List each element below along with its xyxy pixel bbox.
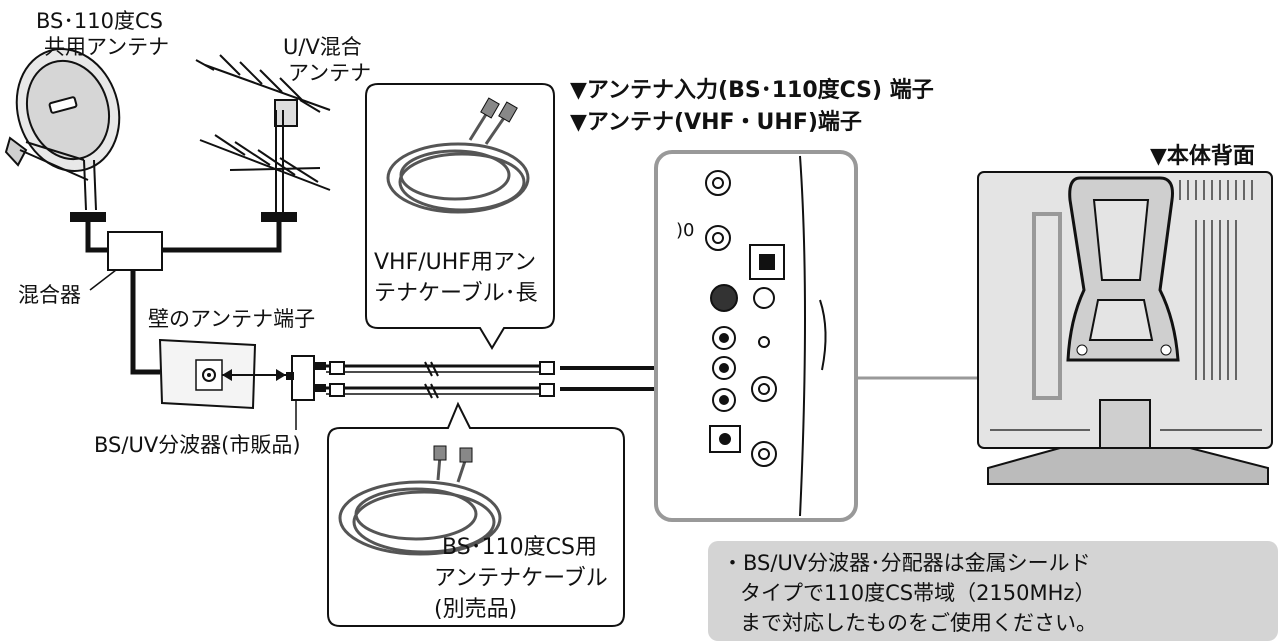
bs-cable-label-line3: (別売品) bbox=[434, 597, 518, 622]
bs-cable-callout bbox=[327, 401, 625, 627]
wall-terminal-label: 壁のアンテナ端子 bbox=[148, 307, 316, 331]
uv-yagi-antenna bbox=[195, 54, 331, 212]
bs-cs-dish-antenna bbox=[4, 48, 121, 211]
note-line1: ・BS/UV分波器･分配器は金属シールド bbox=[722, 551, 1091, 575]
uv-mount-clamp bbox=[261, 212, 297, 222]
antenna-cables bbox=[85, 222, 282, 375]
dish-mount-clamp bbox=[70, 212, 106, 222]
vhf-cable-label-line1: VHF/UHF用アン bbox=[374, 250, 537, 275]
uv-antenna-label-line2: アンテナ bbox=[288, 61, 372, 85]
bs-uv-splitter bbox=[286, 355, 326, 401]
vhf-cable-label-line2: テナケーブル･長 bbox=[374, 281, 538, 306]
tv-rear-body bbox=[977, 171, 1273, 485]
long-cables bbox=[326, 361, 540, 399]
terminal-bs-label: ▼アンテナ入力(BS･110度CS) 端子 bbox=[570, 78, 934, 103]
bs-antenna-label-line2: 共用アンテナ bbox=[44, 35, 170, 59]
bs-antenna-label-line1: BS･110度CS bbox=[36, 9, 163, 33]
terminal-vhf-label: ▼アンテナ(VHF・UHF)端子 bbox=[570, 110, 862, 135]
mixer-box bbox=[107, 231, 163, 271]
rear-view-label: ▼本体背面 bbox=[1150, 144, 1255, 169]
note-line3: まで対応したものをご使用ください。 bbox=[740, 611, 1097, 635]
terminal-panel: )0 bbox=[654, 150, 858, 522]
wall-antenna-terminal bbox=[158, 338, 257, 410]
vhf-cable-callout bbox=[365, 83, 555, 350]
caution-note-box bbox=[708, 541, 1278, 641]
mixer-label: 混合器 bbox=[18, 283, 81, 307]
rf-terminals bbox=[705, 170, 785, 467]
bs-cable-label-line1: BS･110度CS用 bbox=[442, 535, 597, 560]
note-line2: タイプで110度CS帯域（2150MHz） bbox=[740, 581, 1096, 605]
tv-stand bbox=[987, 447, 1269, 485]
bs-cable-label-line2: アンテナケーブル bbox=[434, 566, 608, 591]
terminal-area-highlight bbox=[1032, 212, 1062, 400]
uv-antenna-label-line1: U/V混合 bbox=[283, 35, 362, 59]
splitter-label: BS/UV分波器(市販品) bbox=[94, 433, 301, 457]
svg-text:)0: )0 bbox=[676, 220, 694, 241]
